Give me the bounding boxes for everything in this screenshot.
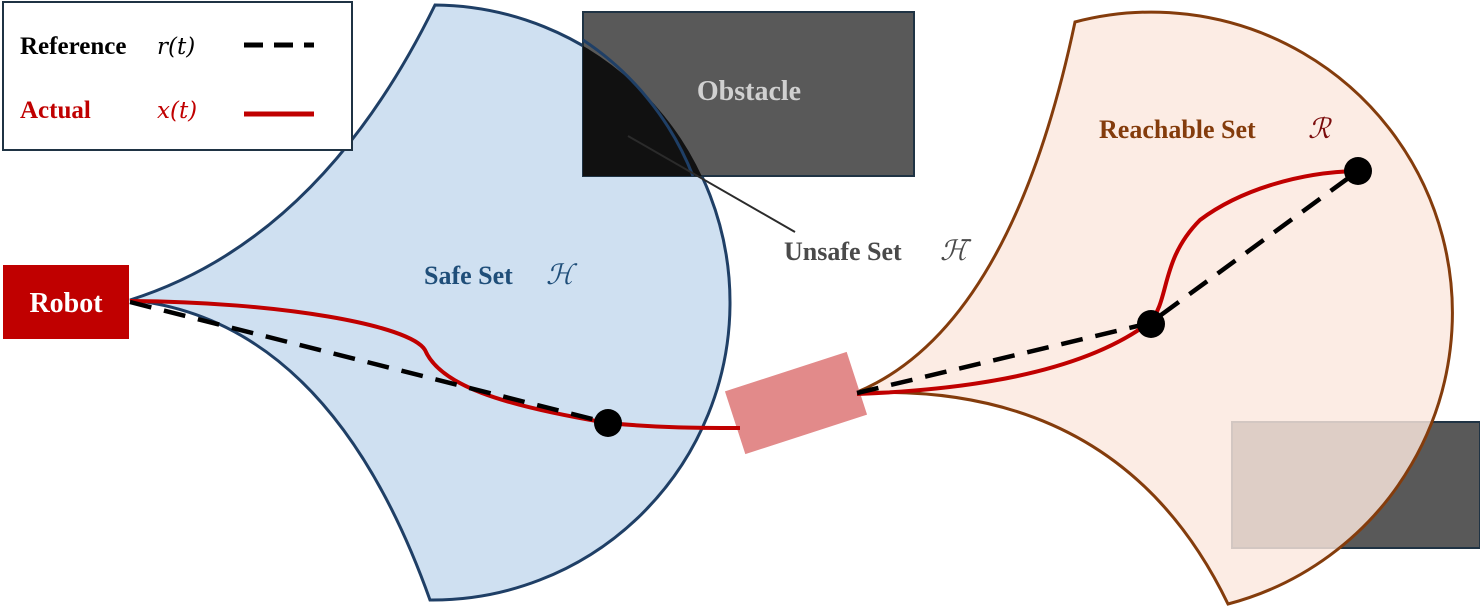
legend-box bbox=[2, 1, 353, 151]
waypoint-1 bbox=[594, 409, 622, 437]
safe-set-label-text: Safe Set bbox=[424, 261, 513, 290]
waypoint-3 bbox=[1344, 157, 1372, 185]
reachable-set-region bbox=[854, 10, 1454, 606]
legend-actual-symbol: x(t) bbox=[157, 98, 197, 124]
legend-actual-label: Actual bbox=[20, 97, 91, 124]
unsafe-set-pointer bbox=[627, 135, 796, 233]
unsafe-set-label-text: Unsafe Set bbox=[784, 237, 902, 266]
actual-trajectory-2 bbox=[856, 169, 1359, 396]
robot-label: Robot bbox=[29, 288, 103, 319]
legend-reference-symbol: r(t) bbox=[157, 34, 195, 60]
reachable-set-symbol: ℛ bbox=[1308, 112, 1332, 145]
actual-trajectory bbox=[129, 299, 741, 430]
safe-set-region bbox=[129, 3, 732, 602]
reference-trajectory bbox=[129, 299, 609, 426]
waypoint-2 bbox=[1137, 310, 1165, 338]
intermediate-robot bbox=[724, 351, 868, 455]
reachable-set-label-text: Reachable Set bbox=[1099, 115, 1256, 144]
robot-box bbox=[3, 265, 129, 339]
obstacle-label: Obstacle bbox=[697, 76, 801, 107]
safe-set-symbol: ℋ bbox=[546, 258, 578, 291]
unsafe-set-symbol: ℋ̄ bbox=[940, 234, 972, 267]
legend-reference-label: Reference bbox=[20, 33, 126, 60]
